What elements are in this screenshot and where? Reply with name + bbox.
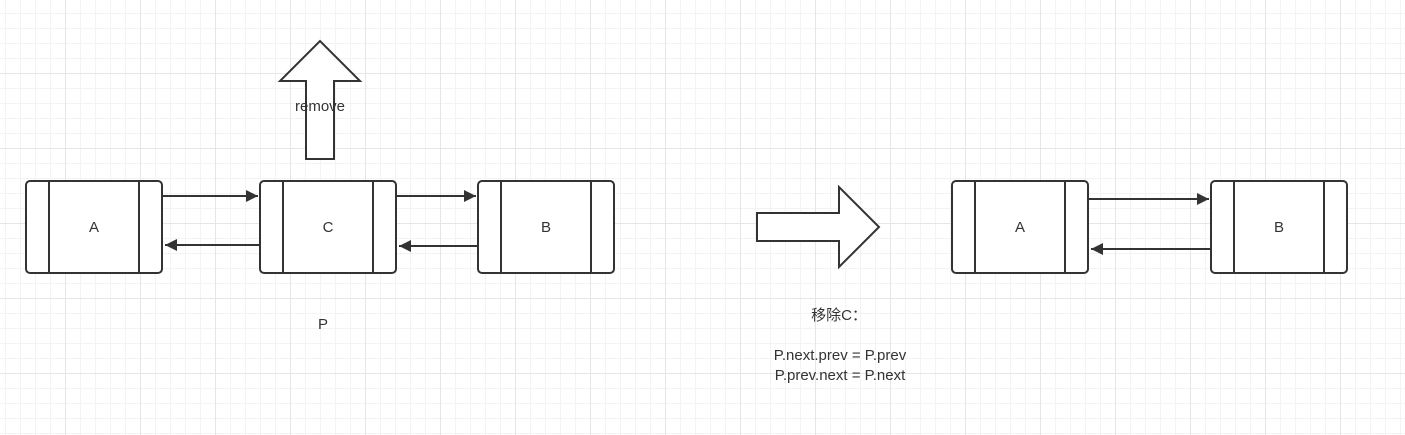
after-node-b-label: B: [1273, 219, 1285, 236]
transition-arrow-icon: [756, 184, 881, 270]
before-node-c[interactable]: [259, 180, 397, 274]
before-node-b[interactable]: [477, 180, 615, 274]
after-node-a-label: A: [1014, 219, 1026, 236]
before-node-a-label: A: [88, 219, 100, 236]
explanation-line-2: P.prev.next = P.next: [774, 367, 906, 384]
after-node-b[interactable]: [1210, 180, 1348, 274]
remove-arrow-icon: [277, 39, 363, 160]
after-node-a[interactable]: [951, 180, 1089, 274]
before-node-a[interactable]: [25, 180, 163, 274]
before-node-b-label: B: [540, 219, 552, 236]
explanation-line-1: P.next.prev = P.prev: [773, 347, 907, 364]
before-node-c-label: C: [322, 219, 334, 236]
remove-label: remove: [294, 98, 346, 115]
pointer-label: P: [317, 316, 329, 333]
explanation-heading: 移除C：: [811, 307, 867, 324]
